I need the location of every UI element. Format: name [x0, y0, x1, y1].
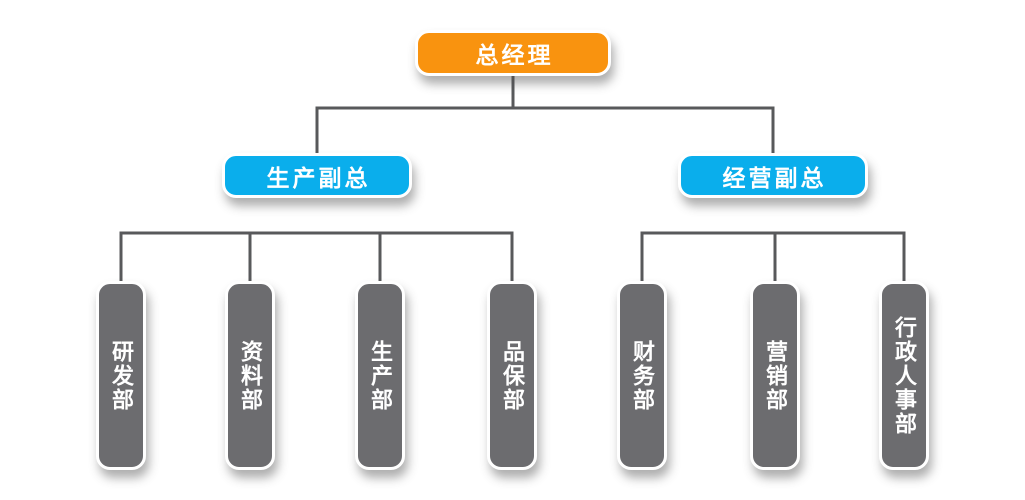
- node-label: 生产副总: [266, 164, 371, 191]
- node-label: 财务部: [630, 339, 655, 412]
- node-label: 品保部: [500, 339, 525, 412]
- connector-operations-rail: [640, 231, 906, 285]
- node-vp-operations: 经营副总: [678, 153, 868, 198]
- node-dept-quality: 品保部: [487, 281, 537, 470]
- node-dept-admin-hr: 行政人事部: [879, 281, 929, 470]
- connector-production-rail: [119, 231, 514, 285]
- node-dept-production: 生产部: [355, 281, 405, 470]
- node-label: 研发部: [109, 339, 134, 412]
- node-label: 总经理: [475, 42, 554, 68]
- node-label: 经营副总: [722, 164, 827, 191]
- node-dept-data: 资料部: [225, 281, 275, 470]
- node-dept-finance: 财务部: [617, 281, 667, 470]
- node-general-manager: 总经理: [415, 30, 611, 76]
- node-label: 行政人事部: [892, 315, 917, 436]
- node-label: 生产部: [368, 339, 393, 412]
- connector-level2-rail: [315, 106, 775, 156]
- node-dept-research: 研发部: [96, 281, 146, 470]
- node-label: 资料部: [238, 339, 263, 412]
- node-vp-production: 生产副总: [222, 153, 412, 198]
- node-dept-marketing: 营销部: [750, 281, 800, 470]
- node-label: 营销部: [763, 339, 788, 412]
